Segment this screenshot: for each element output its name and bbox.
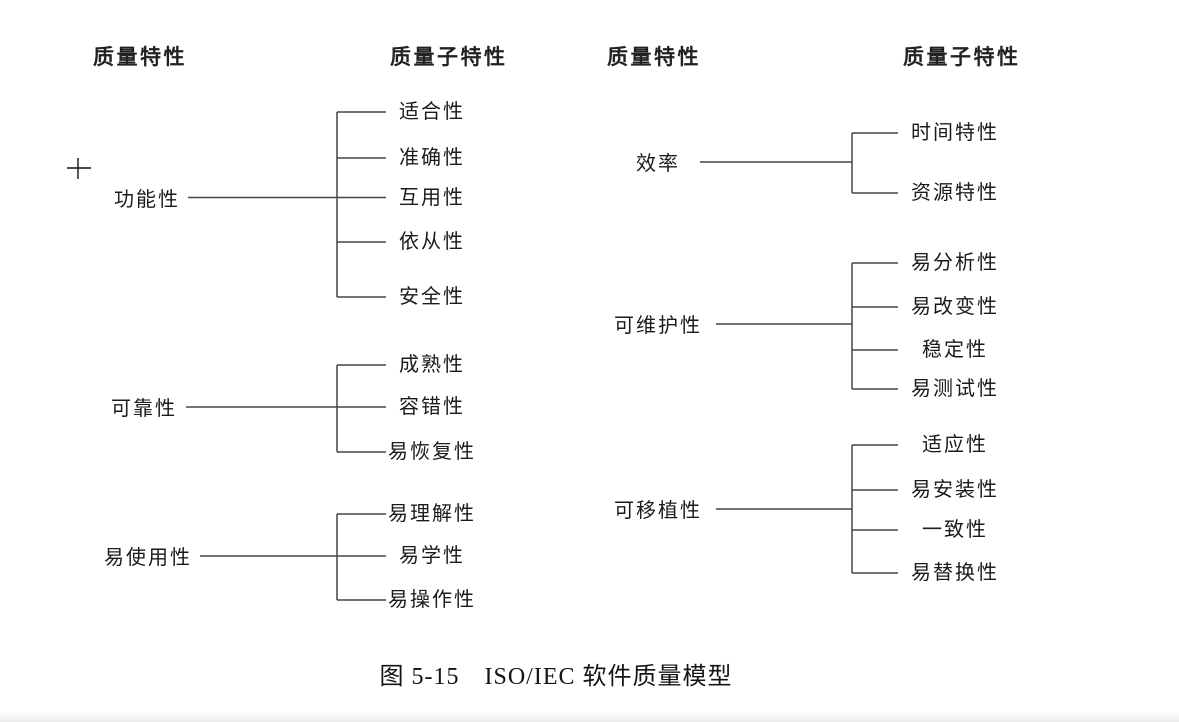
quality-subcharacteristic-label: 稳定性: [922, 339, 988, 361]
quality-subcharacteristic-label: 资源特性: [911, 182, 999, 204]
quality-subcharacteristic-label: 依从性: [399, 231, 465, 253]
tree-connector: [716, 444, 898, 574]
quality-subcharacteristic-label: 一致性: [922, 519, 988, 541]
tree-connector: [200, 513, 386, 601]
quality-subcharacteristic-label: 准确性: [399, 147, 465, 169]
quality-subcharacteristic-label: 易理解性: [388, 503, 476, 525]
quality-characteristic-label: 可靠性: [111, 398, 177, 420]
quality-subcharacteristic-label: 成熟性: [399, 354, 465, 376]
quality-characteristic-label: 可维护性: [614, 315, 702, 337]
column-header-quality-subcharacteristic-right: 质量子特性: [903, 45, 1021, 69]
quality-subcharacteristic-label: 易分析性: [911, 252, 999, 274]
quality-characteristic-label: 功能性: [114, 188, 180, 211]
quality-characteristic-label: 易使用性: [104, 547, 192, 569]
quality-subcharacteristic-label: 易恢复性: [388, 441, 476, 463]
quality-subcharacteristic-label: 容错性: [399, 396, 465, 418]
quality-subcharacteristic-label: 时间特性: [911, 122, 999, 144]
figure-caption: 图 5-15 ISO/IEC 软件质量模型: [379, 664, 733, 690]
quality-subcharacteristic-label: 安全性: [399, 286, 465, 308]
bottom-shadow-band: [0, 712, 1179, 722]
quality-subcharacteristic-label: 易替换性: [911, 562, 999, 584]
quality-characteristic-label: 效率: [636, 153, 680, 175]
column-header-quality-characteristic-left: 质量特性: [93, 45, 187, 69]
tree-connector: [716, 262, 898, 390]
quality-subcharacteristic-label: 易改变性: [911, 296, 999, 318]
column-header-quality-characteristic-right: 质量特性: [607, 45, 701, 69]
quality-subcharacteristic-label: 适合性: [399, 101, 465, 123]
quality-characteristic-label: 可移植性: [614, 500, 702, 522]
quality-subcharacteristic-label: 易安装性: [911, 479, 999, 501]
quality-subcharacteristic-label: 易测试性: [911, 378, 999, 400]
quality-subcharacteristic-label: 适应性: [922, 434, 988, 456]
tree-connector: [186, 364, 386, 453]
tree-connector: [188, 111, 386, 298]
quality-subcharacteristic-label: 易操作性: [388, 589, 476, 611]
column-header-quality-subcharacteristic-left: 质量子特性: [390, 45, 508, 69]
crosshair-cursor-icon: [67, 158, 91, 179]
quality-subcharacteristic-label: 易学性: [399, 545, 465, 567]
quality-subcharacteristic-label: 互用性: [399, 186, 465, 209]
tree-connector: [700, 132, 898, 194]
